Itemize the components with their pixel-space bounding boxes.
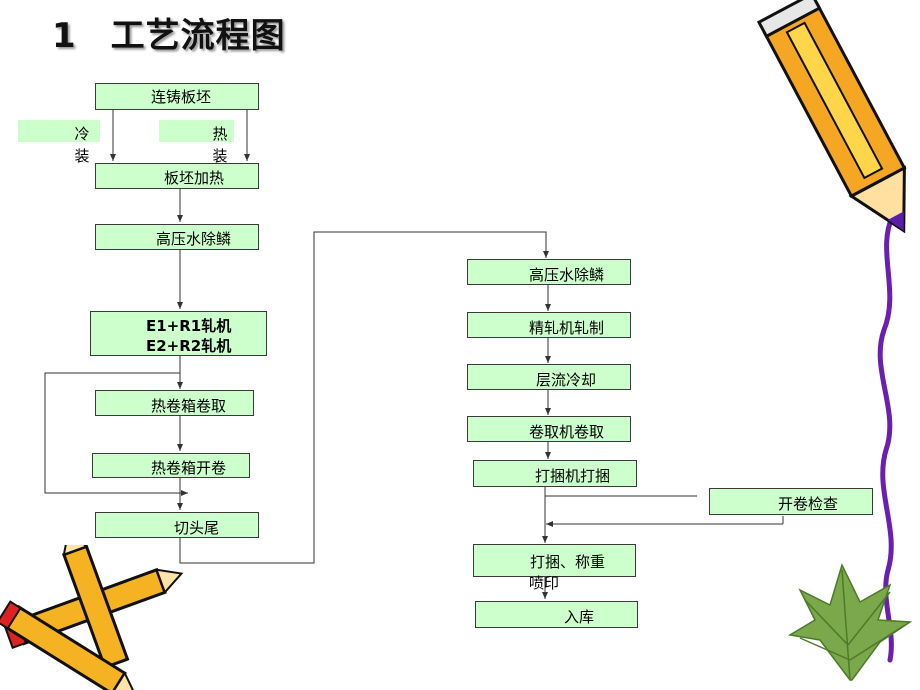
spray-mark-label: 喷印 xyxy=(529,574,560,592)
strap-weigh-label: 打捆、称重 xyxy=(530,553,606,571)
laminar-cool-box: 层流冷却 xyxy=(467,364,631,390)
coiler-box: 卷取机卷取 xyxy=(467,416,631,442)
coilbox-uncoil-box: 热卷箱开卷 xyxy=(92,453,250,478)
crayons-icon xyxy=(0,545,184,690)
coiler-label: 卷取机卷取 xyxy=(529,423,605,441)
rough-mill-2-label: E2+R2轧机 xyxy=(146,337,232,355)
rough-mill-box: E1+R1轧机 E2+R2轧机 xyxy=(90,311,267,356)
uncoil-inspect-box: 开卷检查 xyxy=(709,488,873,515)
descale-label-right: 高压水除鳞 xyxy=(529,266,605,284)
storage-label: 入库 xyxy=(564,608,595,626)
slab-box: 连铸板坯 xyxy=(95,83,259,110)
hot-charge-tag xyxy=(159,120,234,142)
hot-charge-char1: 热 xyxy=(212,125,228,143)
laminar-cool-label: 层流冷却 xyxy=(536,371,597,389)
page-title: 1 工艺流程图 xyxy=(52,8,286,57)
descale-box-left: 高压水除鳞 xyxy=(95,224,259,250)
finish-mill-box: 精轧机轧制 xyxy=(467,312,631,338)
storage-box: 入库 xyxy=(475,601,638,628)
slab-label: 连铸板坯 xyxy=(151,88,212,106)
title-text: 工艺流程图 xyxy=(110,16,286,56)
descale-label-left: 高压水除鳞 xyxy=(156,230,232,248)
descale-box-right: 高压水除鳞 xyxy=(467,259,631,285)
coilbox-coil-label: 热卷箱卷取 xyxy=(151,397,227,415)
strap-weigh-box: 打捆、称重 xyxy=(473,544,636,577)
uncoil-inspect-label: 开卷检查 xyxy=(778,495,839,513)
crop-label: 切头尾 xyxy=(174,519,220,537)
reheat-label: 板坯加热 xyxy=(164,169,225,187)
coilbox-uncoil-label: 热卷箱开卷 xyxy=(151,459,227,477)
coilbox-coil-box: 热卷箱卷取 xyxy=(95,390,254,416)
crop-box: 切头尾 xyxy=(95,512,259,538)
reheat-box: 板坯加热 xyxy=(95,163,259,189)
cold-charge-char2: 装 xyxy=(74,147,90,165)
strapping-box: 打捆机打捆 xyxy=(473,460,637,487)
title-number: 1 xyxy=(52,16,77,56)
strapping-label: 打捆机打捆 xyxy=(535,467,611,485)
rough-mill-1-label: E1+R1轧机 xyxy=(146,317,232,335)
hot-charge-char2: 装 xyxy=(212,147,228,165)
leaf-icon xyxy=(787,562,913,681)
cold-charge-tag xyxy=(18,120,100,142)
cold-charge-char1: 冷 xyxy=(74,125,90,143)
finish-mill-label: 精轧机轧制 xyxy=(529,319,605,337)
